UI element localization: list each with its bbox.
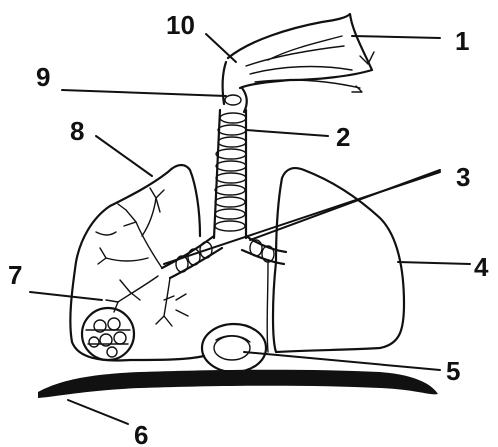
label-4: 4 (474, 252, 489, 282)
bronchioles (98, 188, 188, 326)
right-lung (267, 168, 404, 352)
alveoli-cluster (82, 308, 134, 360)
label-2: 2 (336, 122, 350, 152)
nasal-cavity (228, 14, 374, 92)
label-10: 10 (166, 10, 195, 40)
left-lung (70, 165, 204, 360)
label-9: 9 (36, 62, 50, 92)
diaphragm (38, 370, 438, 398)
trachea (214, 110, 246, 238)
leader-lines (30, 34, 470, 424)
label-1: 1 (455, 26, 469, 56)
label-5: 5 (446, 356, 460, 386)
label-3: 3 (456, 162, 470, 192)
label-7: 7 (8, 260, 22, 290)
label-6: 6 (134, 420, 148, 447)
label-8: 8 (70, 116, 84, 146)
heart (202, 324, 266, 372)
